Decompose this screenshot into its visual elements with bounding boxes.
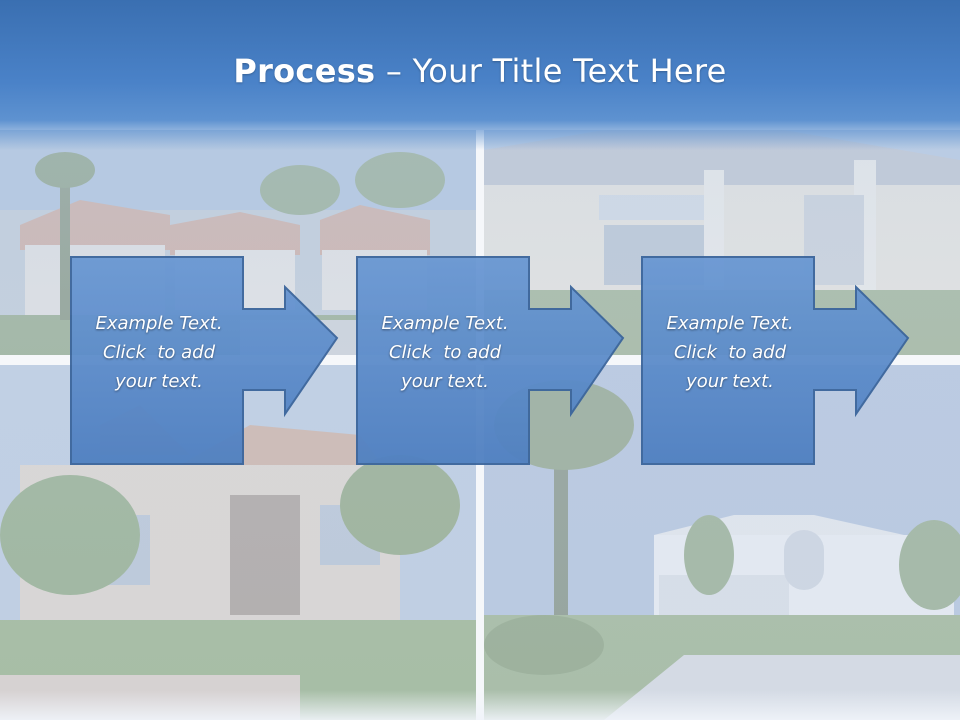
step-line-1: Example Text. [381, 313, 509, 334]
process-step-1[interactable]: Example Text. Click to add your text. [70, 256, 411, 467]
arrow-callout-shape [356, 256, 625, 465]
arrow-callout-shape [70, 256, 339, 465]
slide-title[interactable]: Process – Your Title Text Here [0, 52, 960, 90]
slide-title-rest: – Your Title Text Here [375, 52, 727, 90]
slide-title-bold: Process [233, 52, 376, 90]
step-line-3: your text. [401, 371, 489, 392]
title-banner [0, 0, 960, 150]
step-line-3: your text. [115, 371, 203, 392]
step-line-2: Click to add [388, 342, 501, 363]
process-step-3[interactable]: Example Text. Click to add your text. [641, 256, 960, 467]
step-text: Example Text. Click to add your text. [361, 309, 529, 396]
step-text: Example Text. Click to add your text. [646, 309, 814, 396]
step-line-3: your text. [686, 371, 774, 392]
bottom-fade [0, 690, 960, 720]
step-text: Example Text. Click to add your text. [75, 309, 243, 396]
step-line-2: Click to add [102, 342, 215, 363]
arrow-callout-shape [641, 256, 910, 465]
step-line-1: Example Text. [666, 313, 794, 334]
process-step-2[interactable]: Example Text. Click to add your text. [356, 256, 697, 467]
step-line-2: Click to add [673, 342, 786, 363]
step-line-1: Example Text. [95, 313, 223, 334]
